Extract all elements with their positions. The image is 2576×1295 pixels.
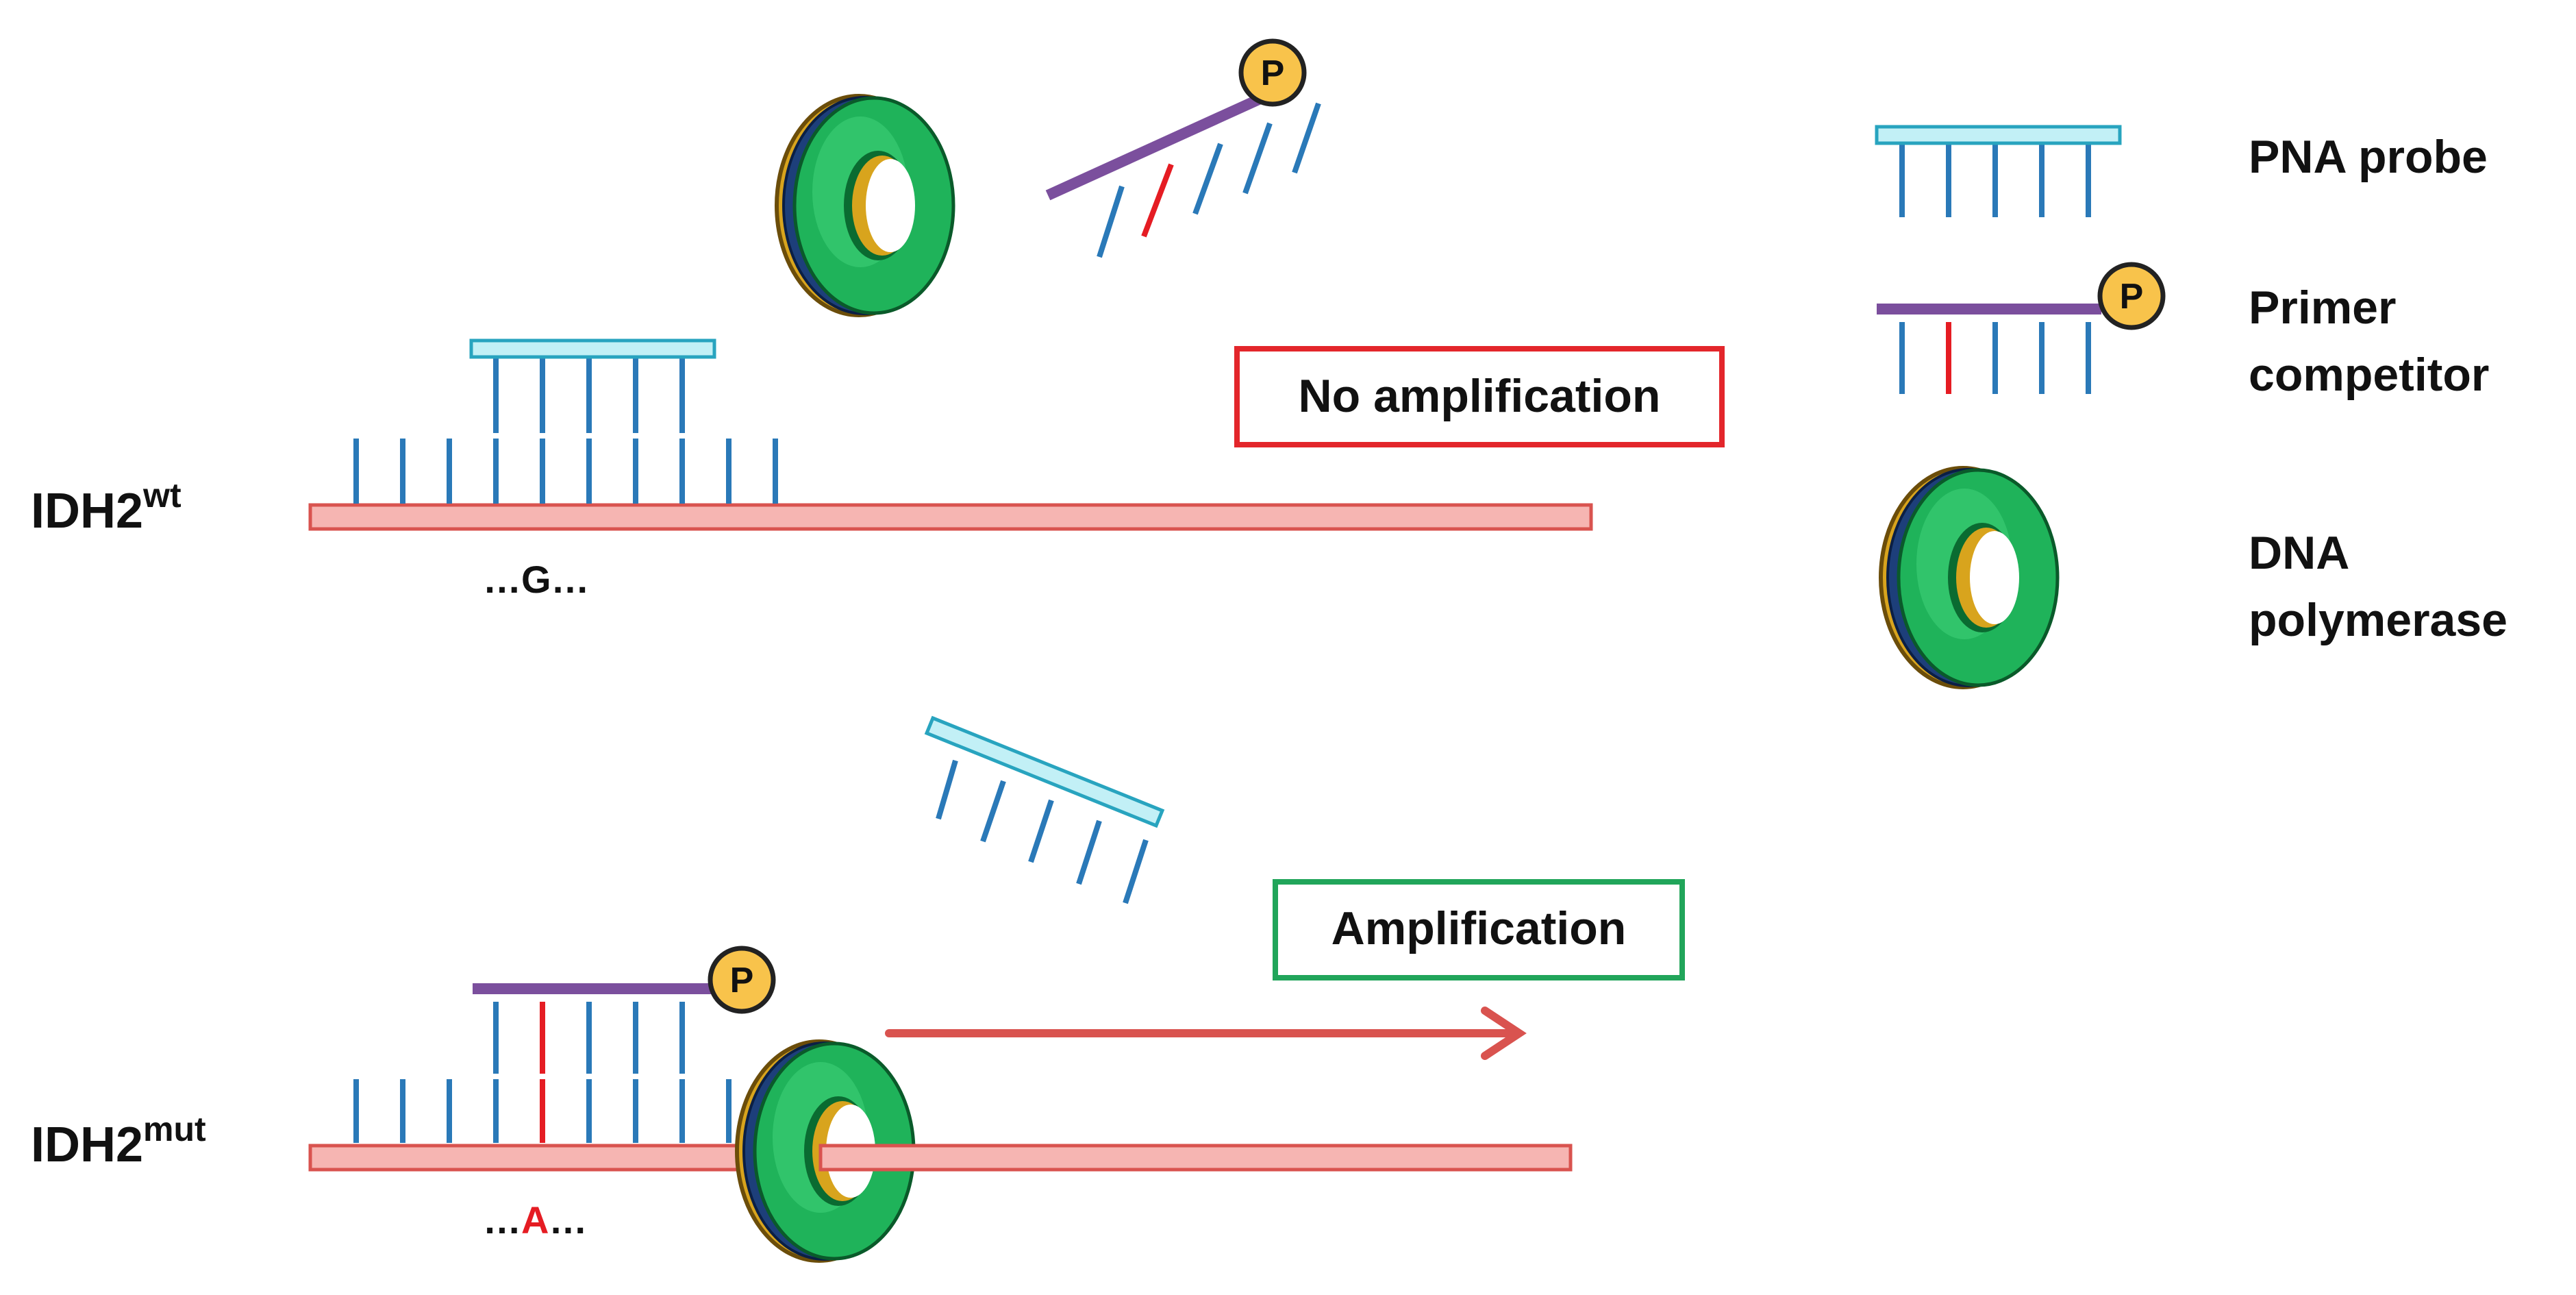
displaced-pna-probe xyxy=(924,715,1165,904)
amplification-label: Amplification xyxy=(1331,902,1627,954)
legend-dna-polymerase-label-2: polymerase xyxy=(2249,594,2508,646)
legend-pna-probe-label: PNA probe xyxy=(2249,131,2488,183)
no-amplification-box: No amplification xyxy=(1234,346,1725,447)
wt-sequence-label: …G… xyxy=(483,558,590,601)
free-primer-competitor: P xyxy=(1045,41,1321,258)
wt-strand-bases xyxy=(353,439,778,504)
wt-bound-pna-probe xyxy=(469,338,716,433)
legend: PNA probe P Primer competitor DNA p xyxy=(1875,125,2508,687)
mut-dna-strand-left xyxy=(308,1144,754,1172)
mut-dna-strand-right xyxy=(818,1144,1573,1172)
amplification-box: Amplification xyxy=(1273,879,1685,981)
no-amplification-label: No amplification xyxy=(1299,370,1661,422)
legend-dna-polymerase-label: DNA xyxy=(2249,527,2349,579)
legend-pna-probe-icon xyxy=(1875,125,2122,217)
free-polymerase-icon xyxy=(777,96,953,315)
phosphate-label: P xyxy=(2120,277,2144,317)
legend-primer-competitor-label-2: competitor xyxy=(2249,349,2489,401)
extension-arrow xyxy=(885,1007,1527,1060)
wt-dna-strand xyxy=(308,503,1593,531)
phosphate-label: P xyxy=(1261,53,1285,93)
idh2-wt-label: IDH2wt xyxy=(31,476,182,539)
idh2-mut-label: IDH2mut xyxy=(31,1110,206,1172)
legend-primer-competitor-icon: P xyxy=(1877,264,2163,394)
legend-dna-polymerase-icon xyxy=(1881,468,2058,687)
mut-bound-primer-competitor: P xyxy=(473,948,773,1074)
mut-sequence-label: …A… xyxy=(483,1198,587,1242)
mut-strand-bases xyxy=(353,1079,731,1143)
legend-primer-competitor-label: Primer xyxy=(2249,282,2396,334)
phosphate-label: P xyxy=(730,961,754,1000)
